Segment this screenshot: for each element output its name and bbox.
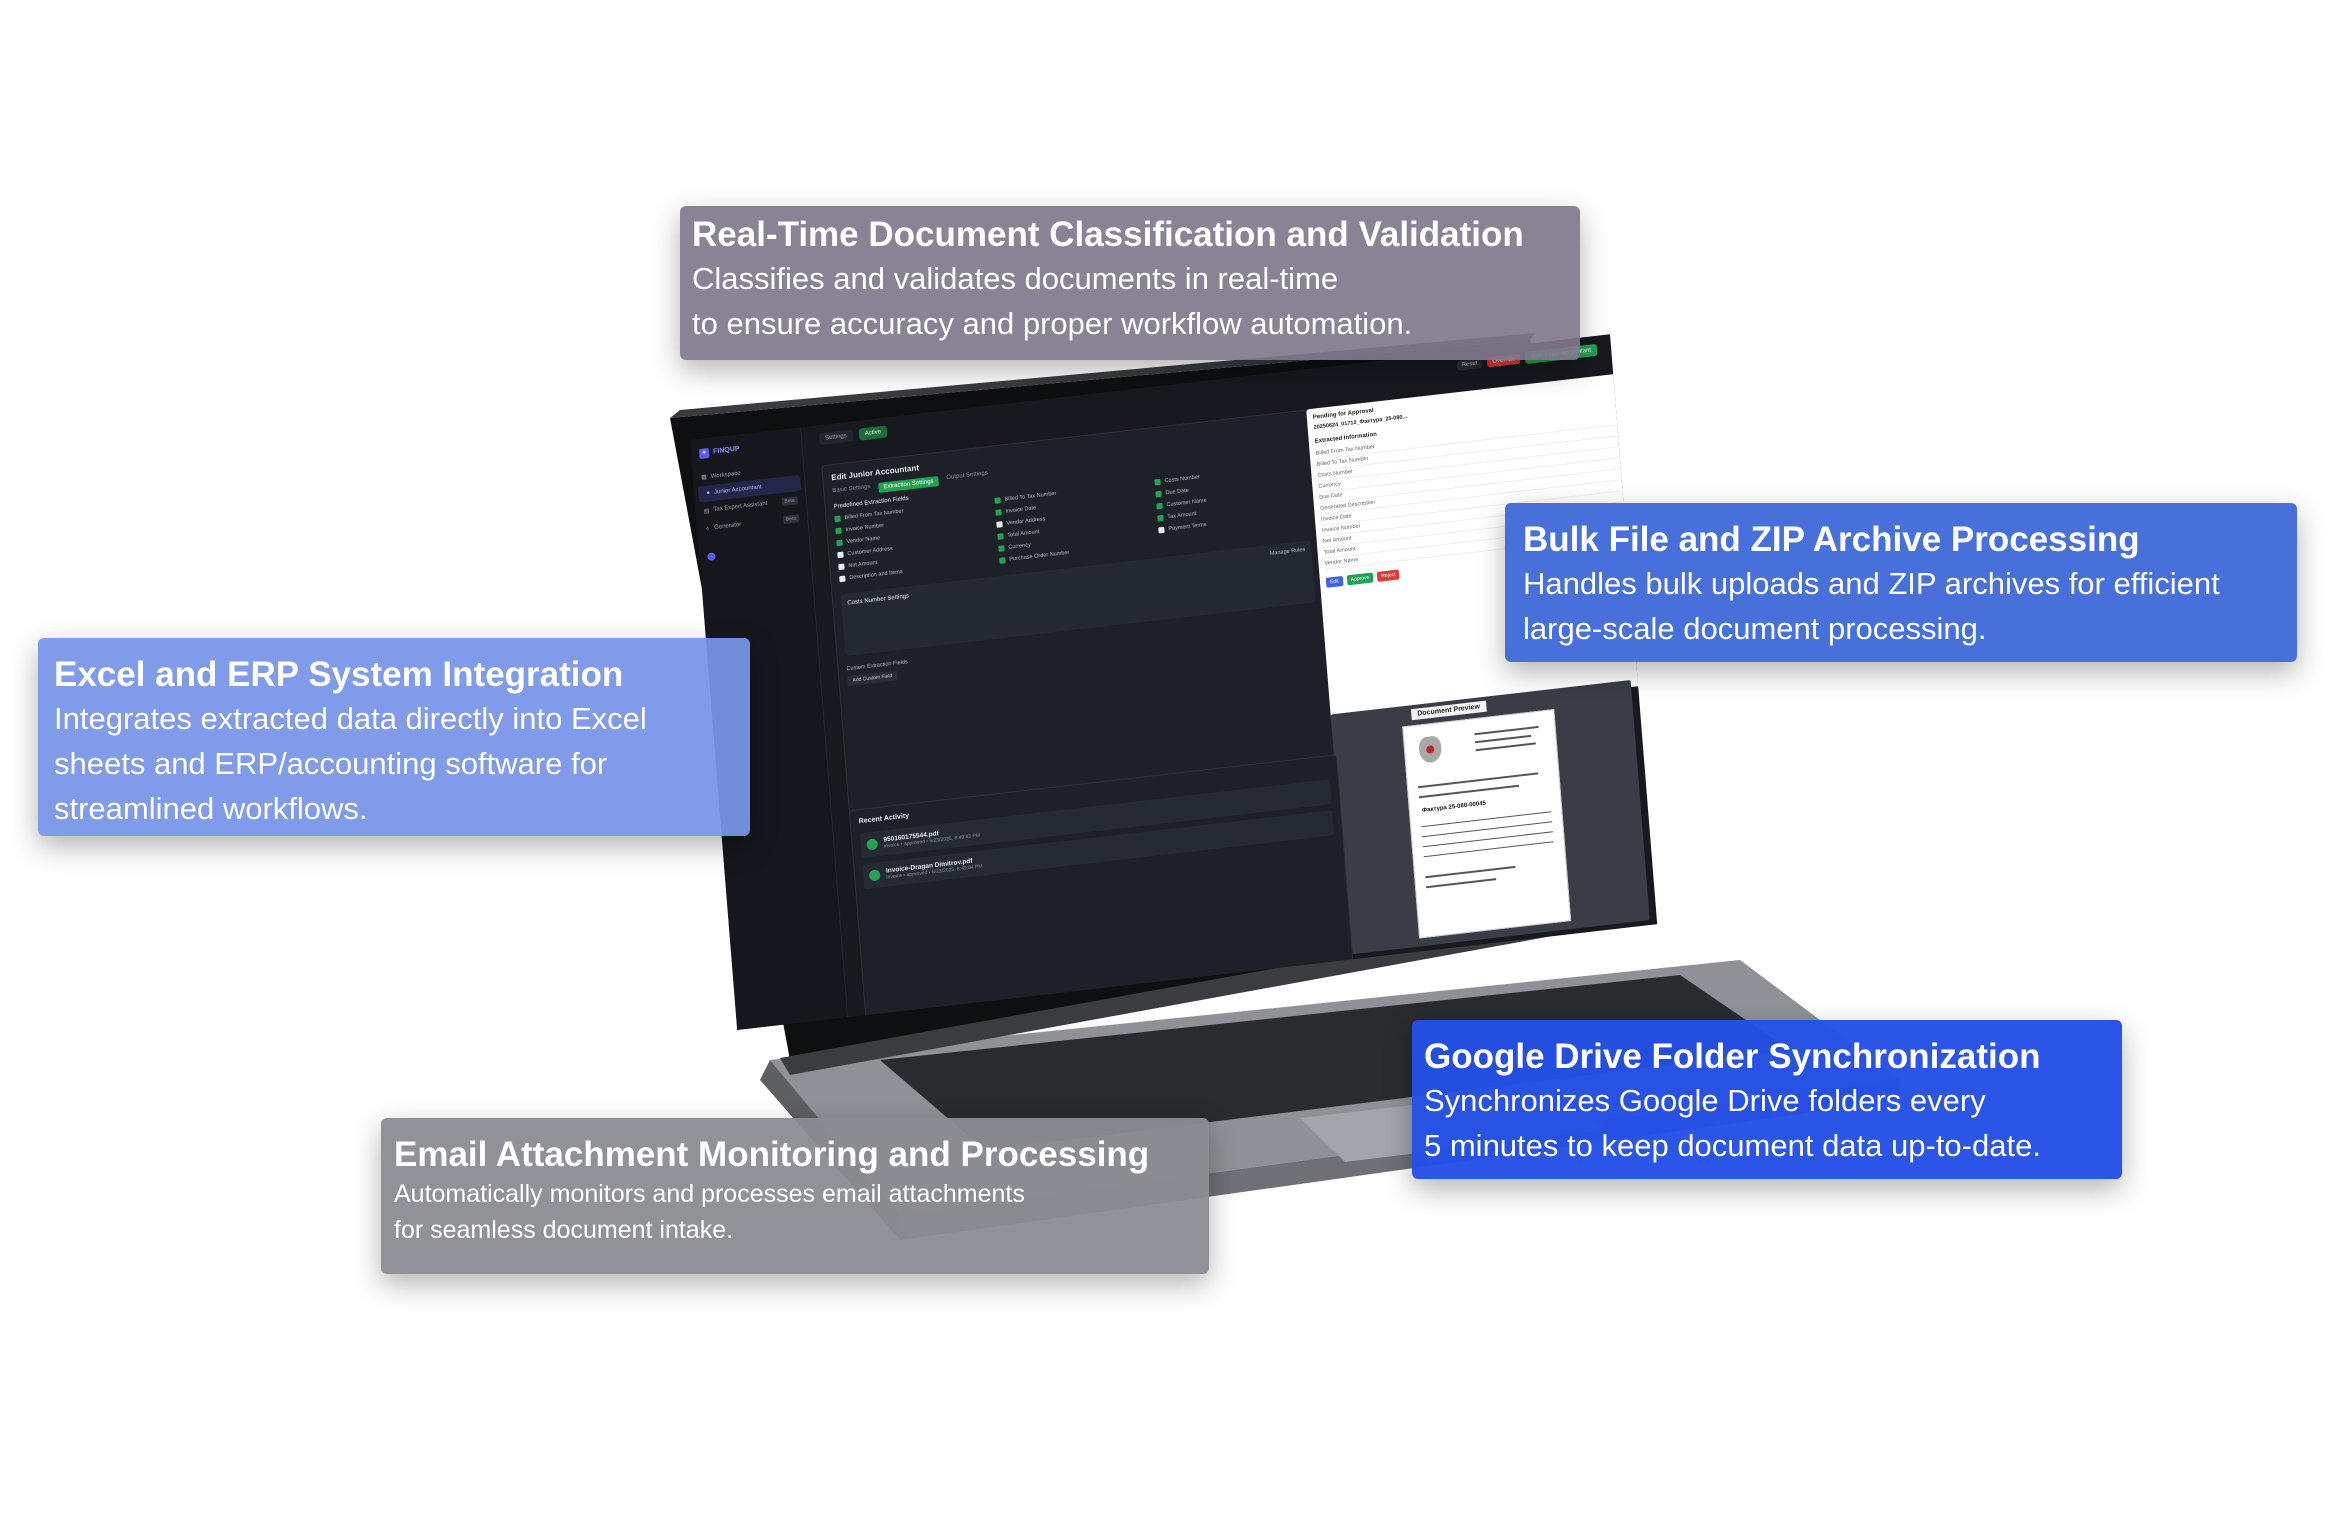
user-avatar-row[interactable] [699,536,810,567]
costs-number-title: Costs Number Settings [847,593,910,607]
checkbox[interactable] [997,533,1004,540]
sidebar-item-label: Junior Accountant [713,484,762,496]
manage-rules-button[interactable]: Manage Rules [1269,546,1306,557]
laptop-screen: ✦ FINQUP ▦ Workspace ● Junior Accountant… [690,334,1658,1030]
editor-panel: Edit Junior Accountant Basic Settings Ex… [821,409,1338,814]
beta-badge: Beta [781,496,799,507]
callout-title: Email Attachment Monitoring and Processi… [394,1135,1150,1174]
brand-name: FINQUP [712,445,740,456]
tab-active[interactable]: Active [858,425,888,441]
extraction-field-label: Tax Amount [1167,510,1197,521]
checkbox[interactable] [998,545,1005,552]
extraction-field-label: Invoice Number [845,522,885,534]
extraction-field-label: Vendor Address [1006,516,1046,527]
checkbox[interactable] [838,563,845,571]
callout-body: Handles bulk uploads and ZIP archives fo… [1523,566,2220,646]
sidebar-item-label: Workspace [710,470,741,480]
preview-page[interactable]: Фактура 25-080-00045 [1402,708,1572,939]
extraction-field-label: Due Date [1165,487,1190,497]
checkbox[interactable] [995,509,1002,516]
checkbox[interactable] [837,551,844,559]
extraction-field-label: Billed From Tax Number [844,508,904,522]
preview-doc-label: Фактура 25-080-00045 [1421,800,1487,814]
checkbox[interactable] [1157,514,1164,522]
seal-icon [1418,735,1443,764]
extraction-field-label: Costs Number [1164,474,1200,485]
tab-settings[interactable]: Settings [818,429,854,446]
extraction-field-label: Payment Terms [1168,521,1207,533]
extraction-field-label: Invoice Date [1005,505,1037,515]
checkbox[interactable] [1155,490,1162,498]
extraction-field-label: Net Amount [848,559,878,570]
sidebar-item-label: Tax Expert Assistant [713,500,768,513]
brand-logo-icon: ✦ [698,447,710,460]
approve-button[interactable]: Approve [1346,572,1374,586]
callout-excel-erp: Excel and ERP System Integration Integra… [38,638,750,836]
grid-icon: ▦ [700,474,708,482]
callout-email-attachments: Email Attachment Monitoring and Processi… [381,1118,1209,1274]
extraction-field-label: Customer Address [847,545,893,558]
extraction-field-label: Currency [1008,542,1031,551]
callout-title: Real-Time Document Classification and Va… [692,215,1524,254]
checkbox[interactable] [1156,502,1163,510]
edit-button[interactable]: Edit [1325,575,1344,588]
checkbox[interactable] [994,497,1001,504]
callout-title: Google Drive Folder Synchronization [1424,1037,2041,1076]
callout-body: Synchronizes Google Drive folders every … [1424,1083,2041,1163]
callout-title: Excel and ERP System Integration [54,655,624,694]
checkbox[interactable] [996,521,1003,528]
document-preview: Document Preview Фактура 25-080-00045 [1330,680,1650,955]
callout-body: Classifies and validates documents in re… [692,261,1413,341]
checkbox[interactable] [834,515,841,523]
extraction-field-label: Billed To Tax Number [1004,490,1057,503]
beta-badge: Beta [782,514,800,525]
checkbox[interactable] [1154,478,1161,486]
callout-google-drive: Google Drive Folder Synchronization Sync… [1412,1020,2122,1179]
extraction-field-label: Customer Name [1166,497,1207,509]
subtab-extraction[interactable]: Extraction Settings [878,476,939,493]
extraction-field-label: Vendor Name [846,535,881,546]
check-icon [866,838,879,851]
app-main: Settings Active Reset Override Edit Juni… [808,334,1657,1019]
extraction-field-label: Purchase Order Number [1009,549,1070,563]
check-icon [868,869,881,882]
checkbox[interactable] [836,539,843,547]
extraction-field-label: Description and Items [849,568,903,582]
document-icon: ▤ [703,507,710,515]
extraction-field-label: Total Amount [1007,529,1040,539]
spark-icon: ✧ [705,526,711,533]
callout-realtime-classification: Real-Time Document Classification and Va… [680,206,1580,360]
subtab-output[interactable]: Output Settings [946,470,989,482]
callout-body: Integrates extracted data directly into … [54,701,647,826]
checkbox[interactable] [1158,526,1165,534]
add-custom-field-button[interactable]: Add Custom Field [847,670,898,687]
avatar [707,552,716,562]
callout-body: Automatically monitors and processes ema… [394,1180,1025,1244]
reject-button[interactable]: Reject [1376,569,1400,582]
callout-bulk-zip: Bulk File and ZIP Archive Processing Han… [1505,503,2297,662]
subtab-basic[interactable]: Basic Settings [832,483,871,495]
user-icon: ● [706,490,711,497]
callout-title: Bulk File and ZIP Archive Processing [1523,520,2140,559]
checkbox[interactable] [999,557,1006,564]
sidebar-item-label: Generator [713,521,742,532]
checkbox[interactable] [835,527,842,535]
checkbox[interactable] [839,575,846,583]
